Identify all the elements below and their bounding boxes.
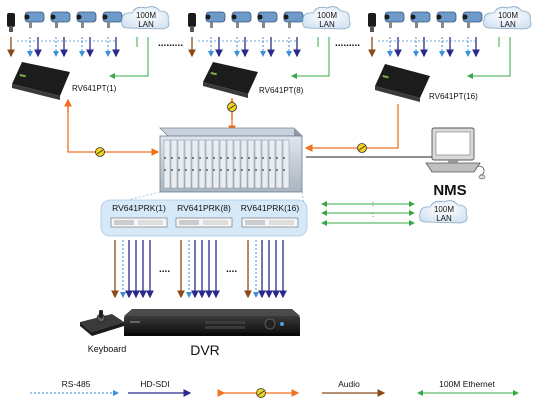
device-label: RV641PT(1) [72,84,117,93]
card-label: RV641PRK(8) [177,203,231,213]
card-module [110,217,168,228]
camera-icon [368,13,376,32]
transmitter-device [375,64,430,102]
camera-icon [24,11,45,28]
fiber-icon [357,143,367,153]
rack-slots [163,139,290,189]
output-lines: .... .... [111,240,287,299]
legend-item-hdsdi: HD-SDI [128,379,192,397]
device-label: RV641PT(16) [429,92,478,101]
link-dots: : [372,212,374,219]
legend: RS-485 HD-SDI Audio 100M Ethernet [30,379,519,398]
card-module [241,217,299,228]
dvr-label: DVR [190,342,220,358]
camera-icon [384,11,405,28]
legend-label: RS-485 [62,379,91,389]
ethernet-line [467,37,511,79]
keyboard-label: Keyboard [88,344,127,354]
transmitter-device [12,62,70,100]
card-panel: RV641PRK(1) RV641PRK(8) RV641PRK(16) [100,199,308,237]
rack-ethernet: : : [321,201,415,226]
camera-icon [50,11,71,28]
fiber-icon [227,102,237,112]
card-label: RV641PRK(16) [241,203,300,213]
fiber-line [67,100,160,156]
legend-item-fiber [217,388,300,398]
camera-icon [231,11,252,28]
legend-item-ethernet: 100M Ethernet [417,379,519,396]
ethernet-line [109,37,149,79]
camera-icon [257,11,278,28]
legend-label: HD-SDI [140,379,169,389]
fiber-icon [95,147,105,157]
nms-label: NMS [433,182,466,199]
link-dots: : [372,201,374,208]
transmitter-device [203,62,258,98]
camera-icon [410,11,431,28]
camera-icon [205,11,226,28]
camera-icon [462,11,483,28]
legend-item-audio: Audio [322,379,386,397]
ethernet-line [291,37,330,79]
legend-label: 100M Ethernet [439,379,495,389]
fiber-links [64,98,399,157]
camera-icon [7,13,15,32]
camera-icon [283,11,304,28]
card-label: RV641PRK(1) [112,203,166,213]
keyboard-device [80,310,124,336]
dvr-device [124,309,300,336]
card-module [175,217,233,228]
fiber-line [304,104,399,152]
more-dots: ......... [158,38,183,49]
more-dots: .... [226,264,237,275]
legend-label: Audio [338,379,360,389]
rack-chassis [111,127,305,205]
more-dots: ......... [335,38,360,49]
nms-computer [425,127,486,180]
device-label: RV641PT(8) [259,86,304,95]
camera-icon [76,11,97,28]
more-dots: .... [159,264,170,275]
camera-icon [102,11,123,28]
camera-icon [436,11,457,28]
camera-icon [188,13,196,32]
legend-item-rs485: RS-485 [30,379,119,396]
